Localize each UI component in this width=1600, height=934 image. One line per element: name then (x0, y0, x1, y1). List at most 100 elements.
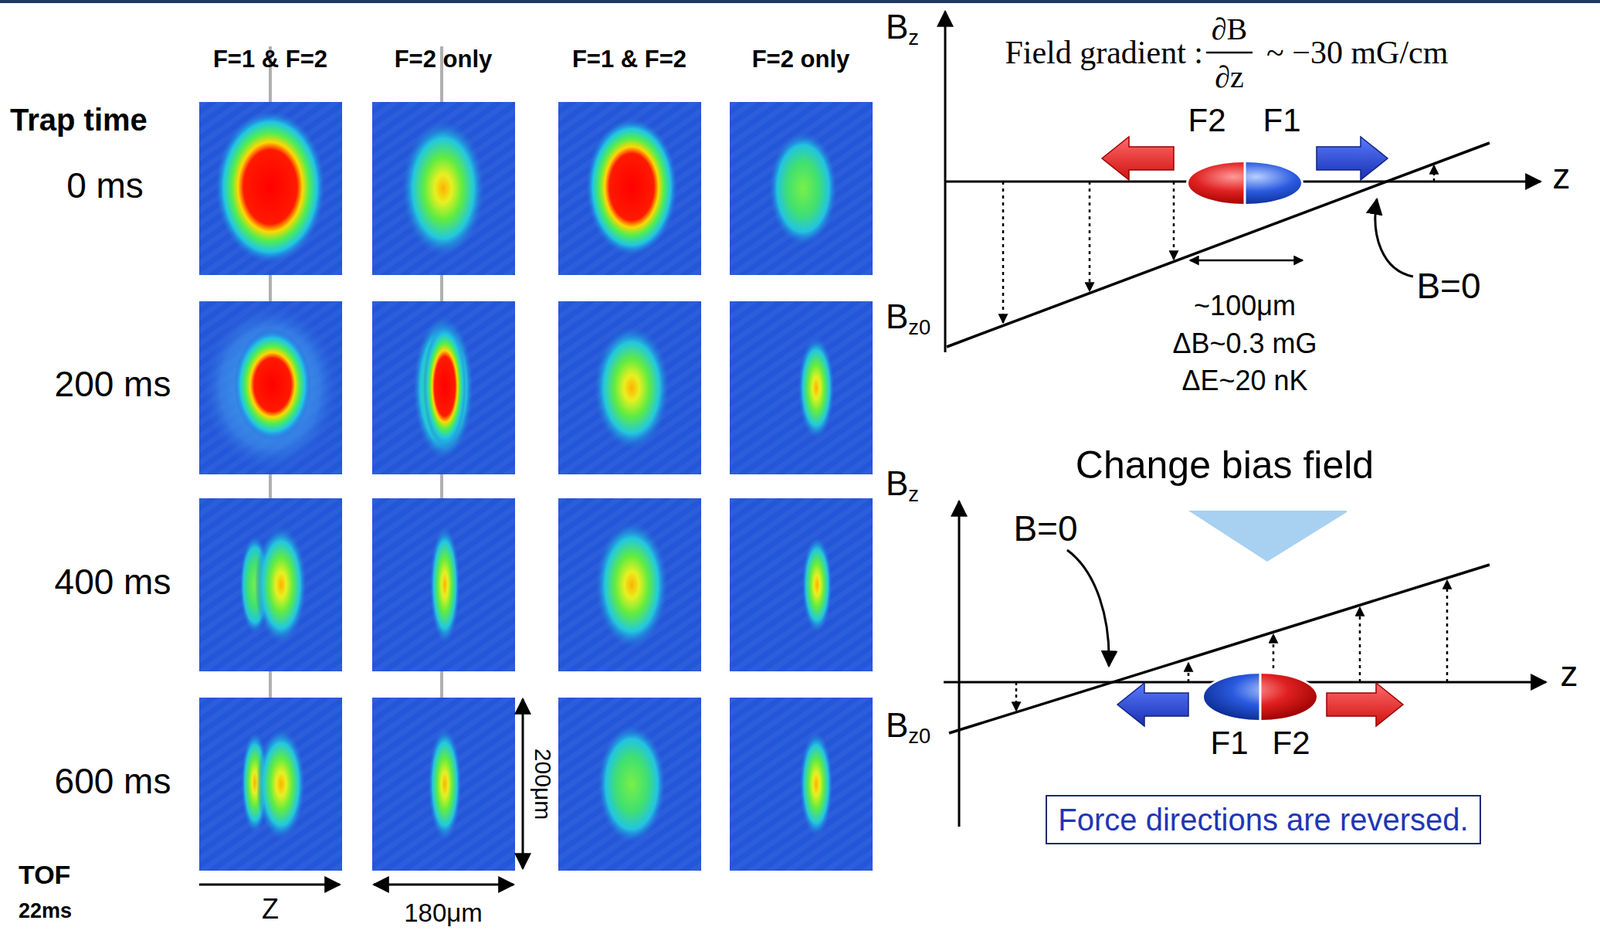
g-shape (729, 498, 873, 672)
line-shape (946, 142, 1490, 347)
ellipse-shape (233, 328, 312, 441)
rect-shape (372, 498, 516, 672)
rect-shape (372, 697, 516, 871)
leader-arrow (1067, 549, 1109, 666)
absorption-images (199, 101, 873, 871)
rect-shape (372, 101, 516, 275)
g-shape (372, 697, 516, 871)
ellipse-shape (801, 535, 833, 634)
g-shape (199, 101, 343, 275)
ellipse-shape (423, 324, 467, 448)
rect-shape (199, 498, 343, 672)
g-shape (372, 697, 516, 871)
scale-arrow (522, 698, 525, 868)
formula-denominator: ∂z (1214, 59, 1245, 95)
formula-value: ~ −30 mG/cm (1266, 33, 1448, 72)
line-shape (1259, 672, 1262, 721)
rect-shape (199, 101, 343, 275)
g-shape (558, 498, 702, 672)
g-shape (558, 101, 702, 275)
rect-shape (372, 301, 516, 475)
ellipse-shape (256, 726, 306, 841)
line-shape (1172, 181, 1176, 260)
rect-shape (558, 301, 702, 475)
column-header: F=1 & F=2 (572, 45, 687, 74)
force-arrow (1316, 136, 1388, 180)
z-direction-arrow (199, 883, 340, 886)
ellipse-shape (254, 524, 308, 645)
ellipse-shape (585, 117, 678, 257)
zero-field-label: B=0 (1416, 265, 1481, 307)
g-shape (372, 498, 516, 672)
row-label: 600 ms (54, 760, 172, 802)
rect-shape (729, 301, 873, 475)
g-shape (372, 101, 516, 275)
g-shape (372, 301, 516, 475)
atom-cloud (1188, 162, 1245, 204)
state-label: F2 (1187, 101, 1226, 139)
g-shape (729, 301, 873, 475)
atom-cloud (1203, 673, 1261, 720)
axis-label: z (1560, 653, 1579, 695)
dimension-arrow (1189, 259, 1303, 262)
note-label: ΔB~0.3 mG (1172, 327, 1317, 360)
rect-shape (558, 498, 702, 672)
dimension-label: ~100μm (1193, 289, 1296, 322)
tof-value: 22ms (18, 898, 72, 923)
row-header: Trap time (10, 101, 148, 138)
axis-label: Bz (885, 7, 919, 51)
note-box: Force directions are reversed. (1045, 794, 1481, 845)
rect-shape (199, 498, 343, 672)
g-shape (729, 498, 873, 672)
g-shape (558, 301, 702, 475)
g-shape (199, 301, 343, 475)
axis-label: z (1552, 155, 1571, 197)
g-shape (199, 697, 343, 871)
line-shape (1244, 161, 1247, 205)
g-shape (199, 697, 343, 871)
field-diagram-top (945, 11, 1541, 353)
rect-shape (199, 697, 343, 871)
zero-field-label: B=0 (1013, 508, 1078, 550)
force-arrow (1326, 682, 1404, 726)
g-shape (199, 498, 343, 672)
subscript: z (908, 481, 919, 506)
ellipse-shape (400, 118, 486, 258)
rect-shape (729, 301, 873, 475)
line-shape (1088, 181, 1092, 292)
note-label: ΔE~20 nK (1181, 364, 1308, 397)
dimension-label: 180μm (403, 898, 483, 928)
ellipse-shape (412, 314, 475, 462)
scale-arrow (373, 883, 514, 886)
g-shape (199, 498, 343, 672)
rect-shape (729, 101, 873, 275)
rect-shape (558, 498, 702, 672)
rect-shape (558, 697, 702, 871)
ellipse-shape (429, 524, 461, 645)
force-arrow (1117, 682, 1189, 726)
rect-shape (729, 697, 873, 871)
g-shape (558, 498, 702, 672)
note-text: Force directions are reversed. (1057, 802, 1468, 837)
axis-label: Bz (885, 464, 919, 507)
column-header: F=2 only (752, 45, 851, 74)
rect-shape (558, 101, 702, 275)
ellipse-shape (596, 723, 667, 845)
axis-label: Z (261, 892, 279, 925)
tof-label: TOF (18, 859, 71, 890)
rect-shape (558, 101, 702, 275)
ellipse-shape (199, 301, 342, 475)
line-shape (949, 564, 1490, 733)
rect-shape (558, 697, 702, 871)
step-label: Change bias field (1075, 443, 1374, 489)
g-shape (199, 101, 343, 275)
ellipse-shape (1186, 159, 1304, 207)
rect-shape (372, 301, 516, 475)
g-shape (729, 697, 873, 871)
rect-shape (729, 697, 873, 871)
g-shape (729, 101, 873, 275)
g-shape (558, 697, 702, 871)
g-shape (729, 301, 873, 475)
rect-shape (372, 697, 516, 871)
